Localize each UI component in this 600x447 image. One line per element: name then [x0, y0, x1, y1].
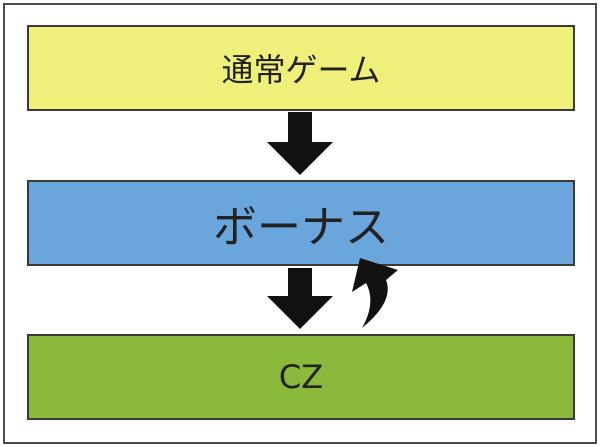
node-bonus-label: ボーナス	[213, 202, 389, 253]
arrow-normal-to-bonus	[267, 112, 333, 175]
node-bonus: ボーナス	[27, 180, 575, 266]
node-cz-label: CZ	[278, 358, 324, 396]
node-cz: CZ	[27, 334, 575, 420]
arrow-cz-to-bonus	[352, 258, 398, 328]
node-normal-game-label: 通常ゲーム	[221, 51, 381, 89]
node-normal-game: 通常ゲーム	[27, 25, 575, 111]
arrow-bonus-to-cz	[267, 268, 333, 329]
